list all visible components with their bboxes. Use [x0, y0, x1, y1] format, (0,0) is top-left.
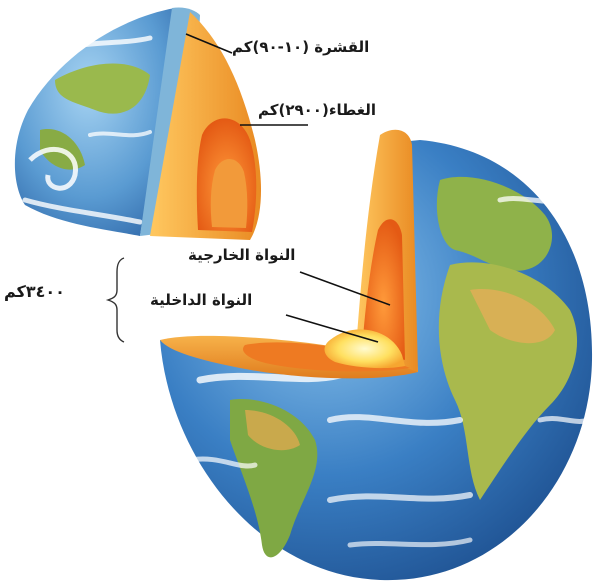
mantle-label: الغطاء(٢٩٠٠)كم — [258, 101, 376, 119]
core-radius-brace — [105, 257, 125, 343]
outer-core-label: النواة الخارجية — [188, 246, 296, 264]
large-earth-cutaway — [160, 129, 593, 581]
crust-label: القشرة (١٠-٩٠)كم — [232, 38, 370, 56]
inner-core-label: النواة الداخلية — [150, 291, 253, 309]
inner-core-pointer-line — [285, 314, 379, 343]
outer-core-pointer-line — [299, 271, 391, 306]
core-radius-label: ٣٤٠٠كم — [4, 282, 65, 301]
crust-pointer-line — [185, 33, 233, 54]
small-earth-cutaway — [14, 7, 262, 240]
pointer-lines — [185, 33, 391, 343]
